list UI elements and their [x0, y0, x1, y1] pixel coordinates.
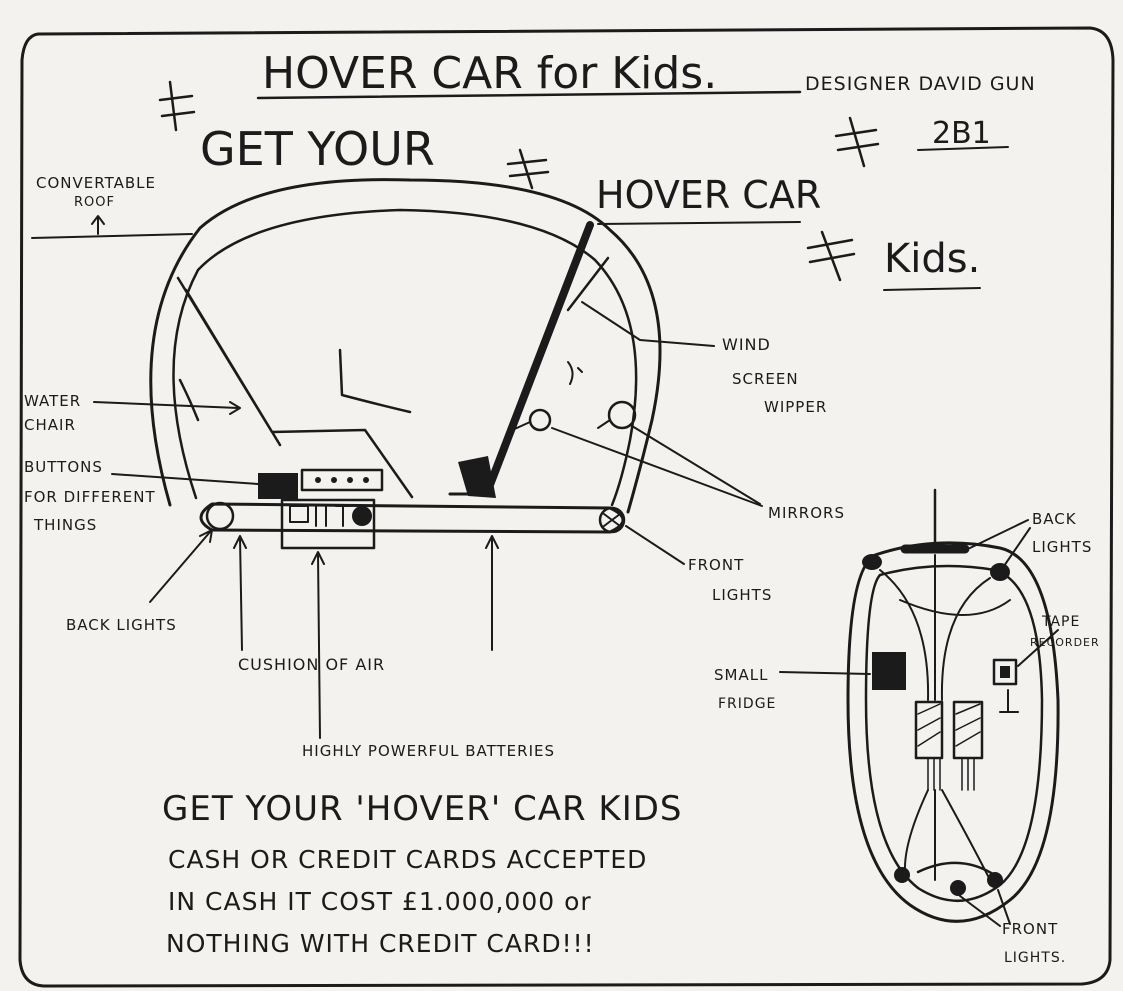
back-light-side: [205, 501, 235, 531]
mirror-stems: [507, 419, 611, 433]
seat-legs: [927, 757, 975, 791]
label-lights-top: LIGHTS: [1032, 538, 1092, 556]
front-top-pointers: [959, 889, 1011, 927]
star-doodles: [158, 80, 880, 282]
front-lights-pointer: [625, 525, 685, 565]
tape-recorder-fill: [1000, 666, 1010, 678]
label-mirrors: MIRRORS: [768, 504, 845, 522]
side-labels: CONVERTABLE ROOF WATER CHAIR BUTTONS FOR…: [24, 174, 845, 760]
wiper-pointer: [581, 301, 715, 347]
top-front-light-left: [894, 867, 910, 883]
label-batteries: HIGHLY POWERFUL BATTERIES: [302, 742, 555, 760]
roof-pointer: [31, 215, 193, 239]
front-light-cross: [603, 513, 621, 527]
label-roof: ROOF: [74, 195, 115, 210]
top-wires: [879, 554, 1011, 701]
front-light-side: [598, 506, 626, 534]
label-cushion: CUSHION OF AIR: [238, 655, 385, 674]
batteries-arrow: [311, 551, 325, 739]
seat-left: [914, 700, 944, 760]
advert-line-1: GET YOUR 'HOVER' CAR KIDS: [162, 789, 683, 829]
title-underline: [256, 90, 802, 100]
label-lights-top-front: LIGHTS.: [1004, 950, 1066, 966]
label-front-side: FRONT: [688, 556, 744, 574]
advert-line-2: CASH OR CREDIT CARDS ACCEPTED: [168, 845, 647, 874]
label-wind: WIND: [722, 335, 771, 354]
chair-arrow: [93, 401, 241, 415]
mirror-pointers: [551, 425, 763, 507]
mirror-right: [607, 400, 637, 430]
back-lights-arrow: [149, 529, 213, 603]
label-tape: TAPE: [1041, 614, 1080, 630]
top-front-arc: [916, 861, 998, 878]
label-things: THINGS: [33, 516, 97, 534]
label-back-lights-side: BACK LIGHTS: [66, 616, 177, 634]
title: HOVER CAR for Kids.: [262, 48, 717, 99]
label-screen: SCREEN: [732, 370, 799, 388]
cushion-arrow-2: [485, 535, 499, 651]
top-back-light-right: [990, 563, 1010, 581]
label-for-different: FOR DIFFERENT: [24, 488, 156, 506]
windscreen-wiper: [566, 256, 610, 312]
tape-pointer: [1017, 629, 1059, 667]
button-dots: [315, 477, 369, 483]
label-fridge: FRIDGE: [718, 696, 776, 712]
label-small: SMALL: [714, 666, 768, 684]
side-view-car: [149, 178, 662, 550]
top-view-car: [846, 488, 1060, 923]
advert: GET YOUR 'HOVER' CAR KIDS CASH OR CREDIT…: [162, 789, 683, 958]
back-top-pointers: [969, 519, 1031, 567]
buttons-pointer: [111, 473, 259, 485]
label-back-top: BACK: [1032, 510, 1077, 528]
roof-inner: [172, 208, 638, 507]
top-front-light-right: [987, 872, 1003, 888]
wiper-mark: [567, 361, 583, 385]
label-chair: CHAIR: [24, 416, 76, 434]
label-front-top: FRONT: [1002, 920, 1058, 938]
windscreen-pillar: [484, 221, 594, 494]
label-buttons: BUTTONS: [24, 458, 103, 476]
page-frame: [18, 26, 1115, 988]
kids-underline: [883, 287, 981, 291]
label-convertable: CONVERTABLE: [36, 174, 156, 192]
roof-line: [178, 378, 200, 422]
tape-recorder: [992, 658, 1018, 686]
small-fridge: [872, 652, 906, 690]
seat-right: [952, 700, 984, 760]
fridge-pointer: [779, 671, 871, 675]
advert-line-4: NOTHING WITH CREDIT CARD!!!: [166, 929, 595, 958]
seat-hatching: [917, 703, 981, 747]
mirror-left: [528, 408, 552, 432]
slogan-underline: [597, 221, 801, 225]
dashboard-buttons: [300, 468, 384, 492]
battery-cell-2: [315, 505, 351, 527]
advert-line-3: IN CASH IT COST £1.000,000 or: [168, 887, 592, 916]
designer: DESIGNER DAVID GUN: [805, 73, 1036, 95]
top-labels: BACK LIGHTS TAPE RECORDER SMALL FRIDGE F…: [714, 510, 1099, 966]
roof-outer: [149, 178, 662, 514]
cushion-arrow-1: [233, 535, 247, 651]
label-lights-side: LIGHTS: [712, 586, 772, 604]
label-wiper: WIPPER: [764, 398, 827, 416]
slogan-hover-car: HOVER CAR: [596, 173, 821, 217]
top-front-light-mid: [950, 880, 966, 896]
dash-block: [458, 456, 496, 498]
battery-cell-1: [289, 505, 309, 523]
battery-dot: [352, 506, 372, 526]
tape-stand: [999, 689, 1019, 713]
hover-skirt: [199, 502, 625, 534]
label-water: WATER: [24, 392, 81, 410]
steering-column: [338, 348, 412, 414]
top-back-light-left: [862, 554, 882, 570]
slogan-kids: Kids.: [884, 236, 980, 282]
water-chair: [176, 276, 414, 499]
battery-box: [280, 498, 376, 550]
button-panel: [258, 473, 298, 499]
class-underline: [917, 146, 1009, 151]
top-body-outer: [846, 541, 1060, 923]
slogan-get-your: GET YOUR: [200, 122, 435, 176]
class-code: 2B1: [932, 116, 991, 151]
